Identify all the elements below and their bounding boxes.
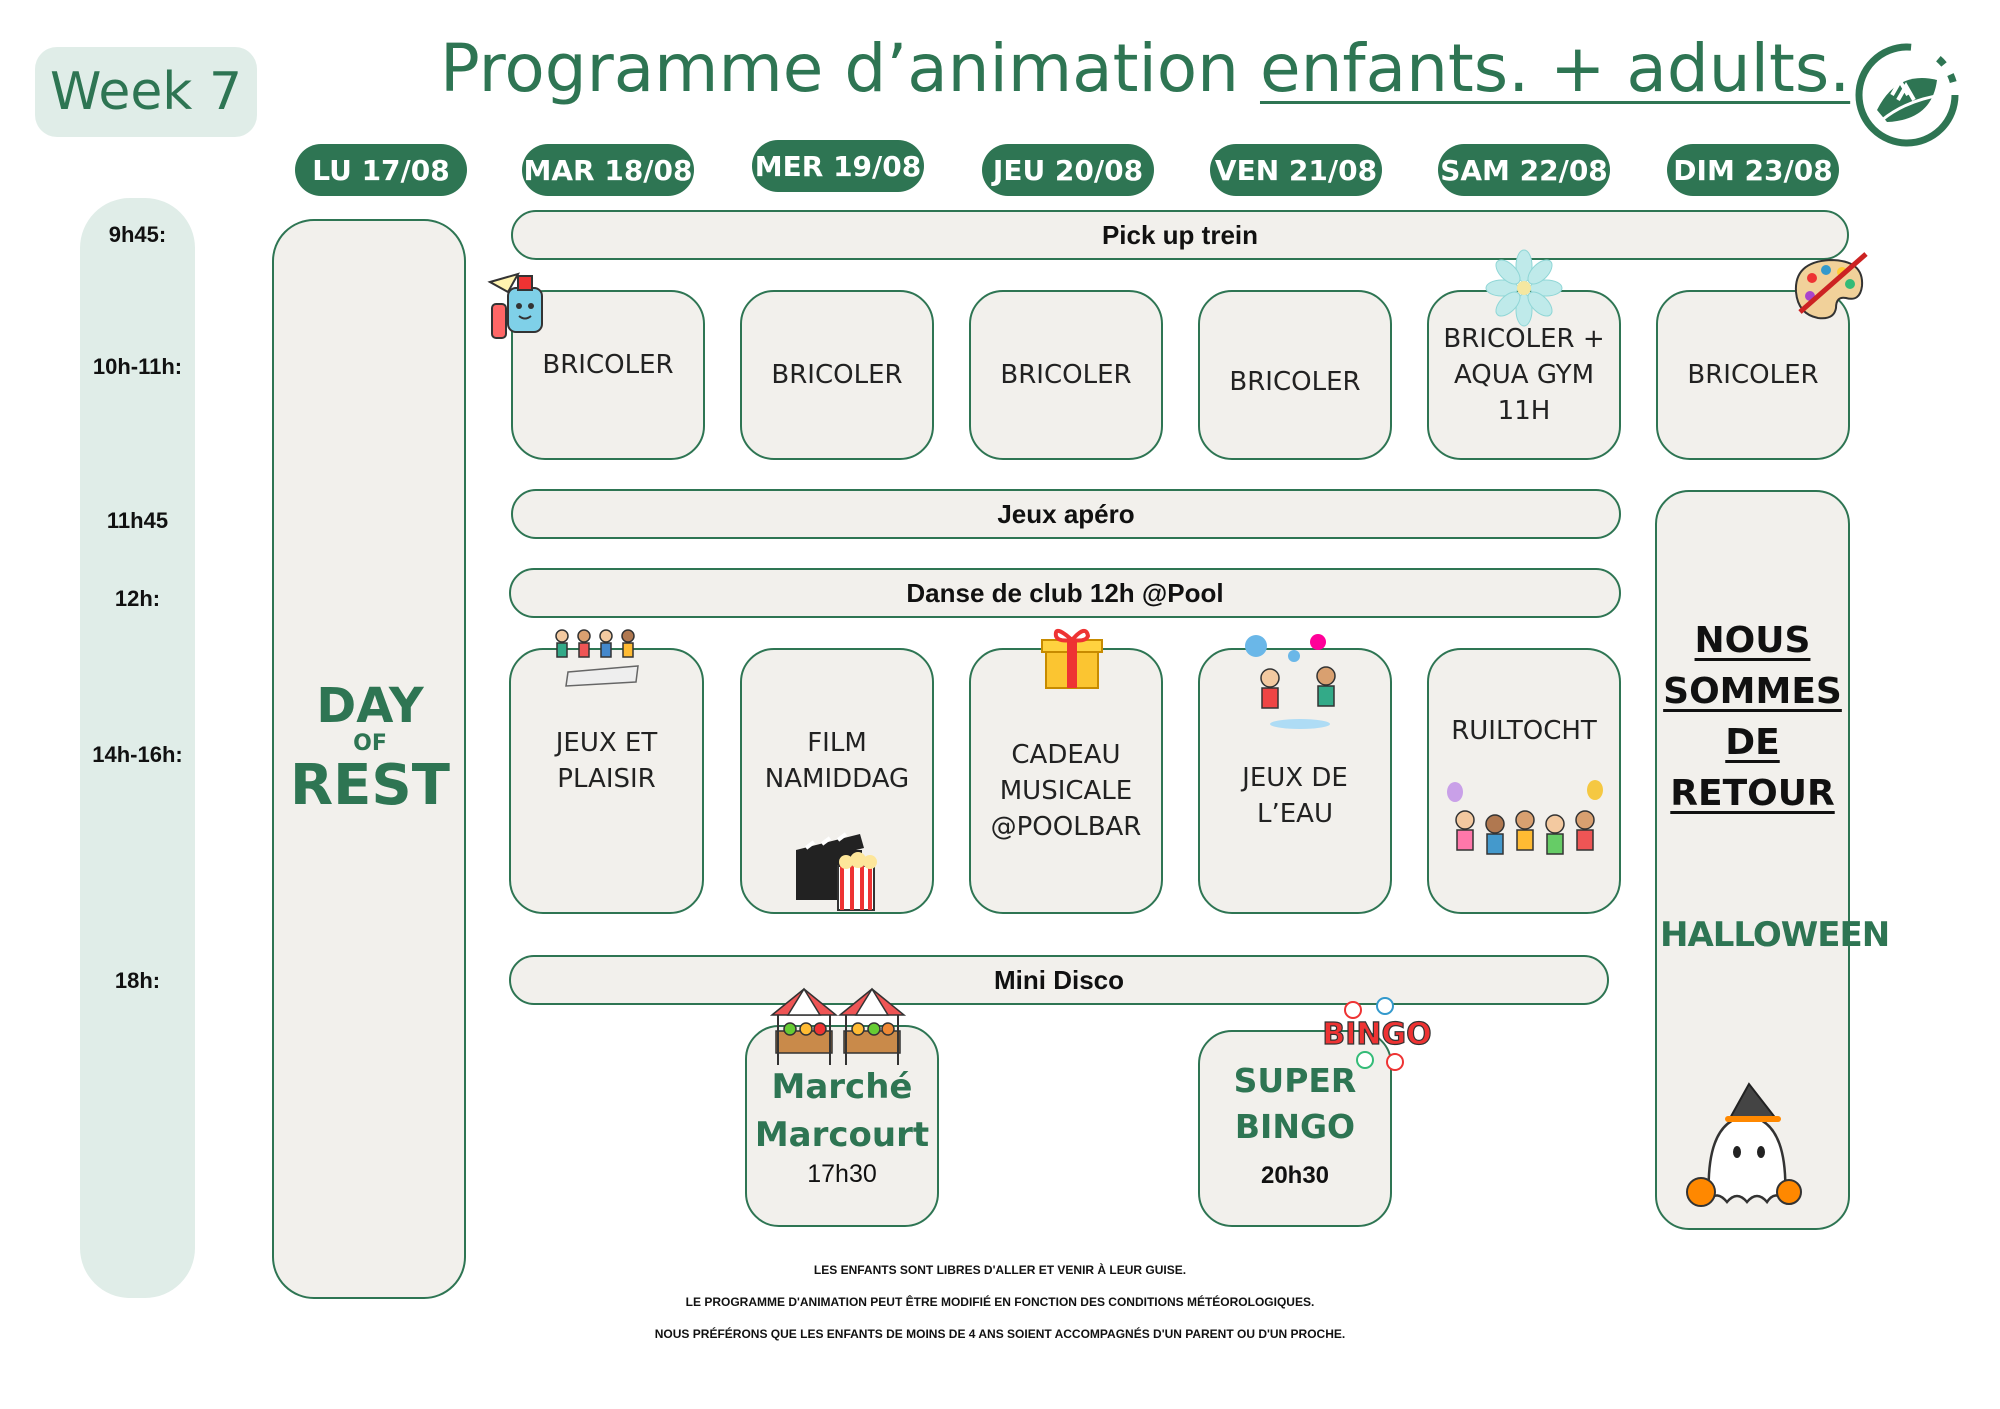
pickup-bar: Pick up trein: [511, 210, 1849, 260]
rest-line-2: OF: [353, 731, 387, 756]
bingo-time: 20h30: [1260, 1162, 1330, 1189]
sunday-line-2: SOMMES: [1663, 671, 1842, 712]
time-label: 18h:: [114, 968, 161, 993]
film-popcorn-icon: [796, 832, 877, 911]
activity-card-sat-afternoon: RUILTOCHT: [1427, 648, 1621, 914]
day-header-wed: MER 19/08: [752, 140, 924, 192]
activity-card-tue-morning: BRICOLER: [511, 290, 705, 460]
danse-bar: Danse de club 12h @Pool: [509, 568, 1621, 618]
time-label: 9h45:: [108, 222, 167, 247]
monday-rest-card: [272, 219, 466, 1299]
footer-note-2: LE PROGRAMME D'ANIMATION PEUT ÊTRE MODIF…: [685, 1295, 1315, 1309]
footer-note-3: NOUS PRÉFÉRONS QUE LES ENFANTS DE MOINS …: [654, 1327, 1346, 1341]
marche-line-2: Marcourt: [754, 1115, 930, 1155]
time-label: 12h:: [114, 586, 161, 611]
day-header-mon: LU 17/08: [295, 144, 467, 196]
kids-balloons-icon: [1447, 780, 1603, 855]
bingo-title: SUPER BINGO: [1198, 1058, 1392, 1150]
bingo-sticker-icon: BINGO: [1322, 997, 1432, 1071]
kids-playing-icon: [555, 629, 639, 687]
week-badge: Week 7: [35, 47, 257, 137]
sunday-line-3: DE: [1725, 722, 1780, 763]
activity-card-fri-morning: BRICOLER: [1198, 290, 1392, 460]
footer-note-1: LES ENFANTS SONT LIBRES D'ALLER ET VENIR…: [813, 1263, 1187, 1277]
campsite-logo-icon: [1855, 43, 1959, 147]
ghost-icon: [1686, 1082, 1802, 1207]
rest-line-1: DAY: [316, 678, 424, 734]
page-title: Programme d’animation enfants. + adults.: [440, 30, 1850, 120]
activity-card-wed-afternoon: FILM NAMIDDAG: [740, 648, 934, 914]
sunday-line-4: RETOUR: [1670, 773, 1835, 814]
activity-card-fri-afternoon: JEUX DE L’EAU: [1198, 648, 1392, 914]
bingo-sticker-text: BINGO: [1322, 1017, 1431, 1052]
time-label: 10h-11h:: [92, 354, 183, 379]
activity-card-thu-morning: BRICOLER: [969, 290, 1163, 460]
water-play-icon: [1245, 634, 1336, 729]
time-label: 14h-16h:: [92, 742, 183, 767]
day-header-sat: SAM 22/08: [1438, 144, 1610, 196]
craft-supplies-icon: [487, 272, 543, 339]
day-header-tue: MAR 18/08: [522, 144, 694, 196]
day-header-thu: JEU 20/08: [982, 144, 1154, 196]
activity-card-thu-afternoon: CADEAU MUSICALE @POOLBAR: [969, 648, 1163, 914]
title-plain: Programme d’animation: [440, 30, 1260, 107]
day-header-sun: DIM 23/08: [1667, 144, 1839, 196]
rest-line-3: REST: [290, 753, 450, 818]
time-column: [80, 198, 195, 1298]
title-underlined: enfants. + adults.: [1259, 30, 1851, 107]
paint-palette-icon: [1794, 252, 1868, 320]
marche-line-1: Marché: [771, 1067, 913, 1107]
time-label: 11h45: [106, 508, 169, 533]
day-header-fri: VEN 21/08: [1210, 144, 1382, 196]
flower-icon: [1485, 249, 1563, 327]
gift-icon: [1041, 628, 1103, 689]
mini-disco-bar: Mini Disco: [509, 955, 1609, 1005]
bingo-line-2: BINGO: [1234, 1107, 1356, 1146]
activity-card-wed-morning: BRICOLER: [740, 290, 934, 460]
jeux-apero-bar: Jeux apéro: [511, 489, 1621, 539]
day-of-rest-text: DAY OF REST: [290, 680, 450, 816]
market-stall-icon: [769, 987, 907, 1065]
marche-title: Marché Marcourt: [745, 1063, 939, 1159]
sunday-message: NOUS SOMMES DE RETOUR: [1655, 615, 1850, 819]
bingo-line-1: SUPER: [1233, 1061, 1357, 1100]
halloween-text: HALLOWEEN: [1660, 915, 1890, 955]
activity-card-tue-afternoon: JEUX ET PLAISIR: [509, 648, 704, 914]
marche-time: 17h30: [807, 1160, 877, 1188]
sunday-line-1: NOUS: [1694, 620, 1811, 661]
